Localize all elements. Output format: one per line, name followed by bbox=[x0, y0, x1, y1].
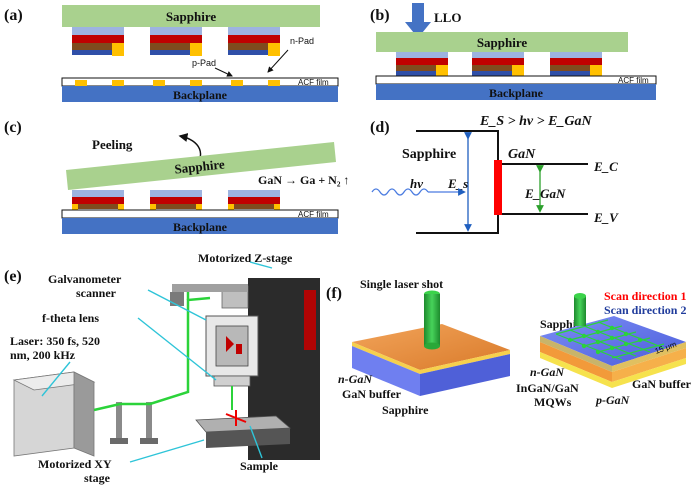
panel-d-hv-label: hν bbox=[410, 176, 423, 191]
scan-grid bbox=[555, 319, 665, 361]
panel-c: (c) Peeling Sapphire GaN → Ga + N₂ ↑ bbox=[4, 119, 349, 234]
panel-f-scan1: Scan direction 1 bbox=[604, 289, 686, 303]
pointer-xy bbox=[129, 439, 205, 463]
panel-f-mqw-line2: MQWs bbox=[534, 395, 572, 409]
panel-a-backplane bbox=[62, 86, 338, 102]
panel-b-acf bbox=[375, 75, 657, 85]
panel-a-ppad-label: p-Pad bbox=[192, 58, 216, 68]
panel-b-backplane-label: Backplane bbox=[489, 86, 544, 100]
panel-d-tag: (d) bbox=[370, 119, 390, 136]
panel-c-reaction: GaN → Ga + N₂ ↑ bbox=[258, 173, 349, 187]
panel-f: (f) Single laser shot n-GaN GaN buffer S… bbox=[326, 277, 692, 417]
pointer-galvo bbox=[147, 289, 207, 321]
panel-f-left-ngan: n-GaN bbox=[338, 372, 373, 386]
panel-b-sapphire-label: Sapphire bbox=[477, 35, 528, 50]
panel-f-tag: (f) bbox=[326, 285, 342, 302]
panel-d-sapphire-label: Sapphire bbox=[402, 147, 456, 162]
panel-b-backplane bbox=[376, 84, 656, 100]
panel-b-acf-label: ACF film bbox=[618, 76, 649, 85]
panel-f-buffer: GaN buffer bbox=[632, 377, 692, 391]
panel-a-sapphire bbox=[62, 5, 320, 27]
panel-c-sapphire-label: Sapphire bbox=[174, 156, 226, 176]
panel-e-laser-line2: nm, 200 kHz bbox=[10, 348, 76, 362]
panel-c-peeling-label: Peeling bbox=[92, 137, 133, 152]
optic-post-2 bbox=[146, 402, 152, 442]
scan-dots bbox=[567, 325, 643, 355]
panel-c-acf-label: ACF film bbox=[298, 210, 329, 219]
panel-e-ftheta-label: f-theta lens bbox=[42, 311, 99, 325]
panel-e-tag: (e) bbox=[4, 268, 22, 285]
panel-c-backplane-label: Backplane bbox=[173, 220, 228, 234]
panel-c-led-2 bbox=[150, 190, 202, 212]
pointer-sample bbox=[249, 425, 263, 459]
panel-f-left-sapphire: Sapphire bbox=[382, 403, 429, 417]
panel-b-llo-label: LLO bbox=[434, 10, 461, 25]
panel-c-led-1 bbox=[72, 190, 124, 212]
photon-wave-icon bbox=[371, 188, 429, 196]
panel-f-scan2: Scan direction 2 bbox=[604, 303, 686, 317]
panel-d-condition: E_S > hν > E_GaN bbox=[479, 114, 593, 129]
panel-f-left-buffer: GaN buffer bbox=[342, 387, 402, 401]
panel-f-pgan: p-GaN bbox=[595, 393, 631, 407]
panel-b-led-2 bbox=[472, 52, 524, 76]
panel-a-led-2 bbox=[150, 27, 202, 56]
panel-d-ev-label: E_V bbox=[593, 210, 619, 225]
panel-a: (a) Sapphire n-Pad p-Pad bbox=[4, 5, 339, 102]
panel-d-egan-label: E_GaN bbox=[524, 186, 566, 201]
panel-b-sapphire bbox=[376, 32, 628, 52]
pointer-ftheta bbox=[137, 317, 217, 381]
panel-a-acf-label: ACF film bbox=[298, 78, 329, 87]
panel-a-sapphire-label: Sapphire bbox=[166, 9, 217, 24]
panel-c-led-3 bbox=[228, 190, 280, 212]
scan-laser-beam bbox=[574, 296, 586, 326]
panel-e-laser-line1: Laser: 350 fs, 520 bbox=[10, 334, 100, 348]
panel-d-es-label: E_s bbox=[447, 176, 468, 191]
panel-b: (b) LLO Sapphire ACF film Bac bbox=[370, 3, 657, 100]
panel-a-npad-label: n-Pad bbox=[290, 36, 314, 46]
panel-e: (e) Galvanometer scanner f-theta lens La… bbox=[4, 251, 320, 485]
panel-c-tag: (c) bbox=[4, 119, 22, 136]
pointer-laser bbox=[41, 361, 71, 397]
panel-e-zstage-label: Motorized Z-stage bbox=[198, 251, 293, 265]
panel-b-tag: (b) bbox=[370, 7, 390, 24]
panel-f-ngan: n-GaN bbox=[530, 365, 565, 379]
panel-d-gan-label: GaN bbox=[508, 147, 536, 162]
red-interface-bar bbox=[494, 160, 502, 215]
panel-b-led-1 bbox=[396, 52, 448, 76]
panel-d: (d) E_S > hν > E_GaN Sapphire GaN E_s E_… bbox=[370, 114, 619, 234]
panel-e-sample-label: Sample bbox=[240, 459, 279, 473]
panel-c-sapphire bbox=[66, 142, 336, 190]
panel-c-backplane bbox=[62, 218, 338, 234]
top-arm bbox=[172, 284, 248, 292]
optic-post-1 bbox=[116, 402, 122, 442]
z-stage-rail bbox=[304, 290, 316, 350]
laser-beam bbox=[93, 296, 211, 412]
panel-a-led-1 bbox=[72, 27, 124, 56]
llo-arrow-icon bbox=[405, 3, 431, 38]
pointer-zstage bbox=[249, 261, 273, 269]
panel-a-tag: (a) bbox=[4, 7, 23, 24]
ftheta-lens bbox=[213, 375, 251, 387]
panel-a-led-3 bbox=[228, 27, 280, 56]
panel-f-mqw-line1: InGaN/GaN bbox=[516, 381, 579, 395]
panel-a-backplane-label: Backplane bbox=[173, 88, 228, 102]
panel-f-single-shot: Single laser shot bbox=[360, 277, 443, 291]
panel-c-acf bbox=[61, 209, 339, 219]
panel-b-led-3 bbox=[550, 52, 602, 76]
panel-e-xy-line1: Motorized XY bbox=[38, 457, 112, 471]
panel-e-xy-line2: stage bbox=[84, 471, 111, 485]
panel-e-galvo-line2: scanner bbox=[76, 286, 117, 300]
panel-d-ec-label: E_C bbox=[593, 159, 618, 174]
panel-e-galvo-line1: Galvanometer bbox=[48, 272, 122, 286]
